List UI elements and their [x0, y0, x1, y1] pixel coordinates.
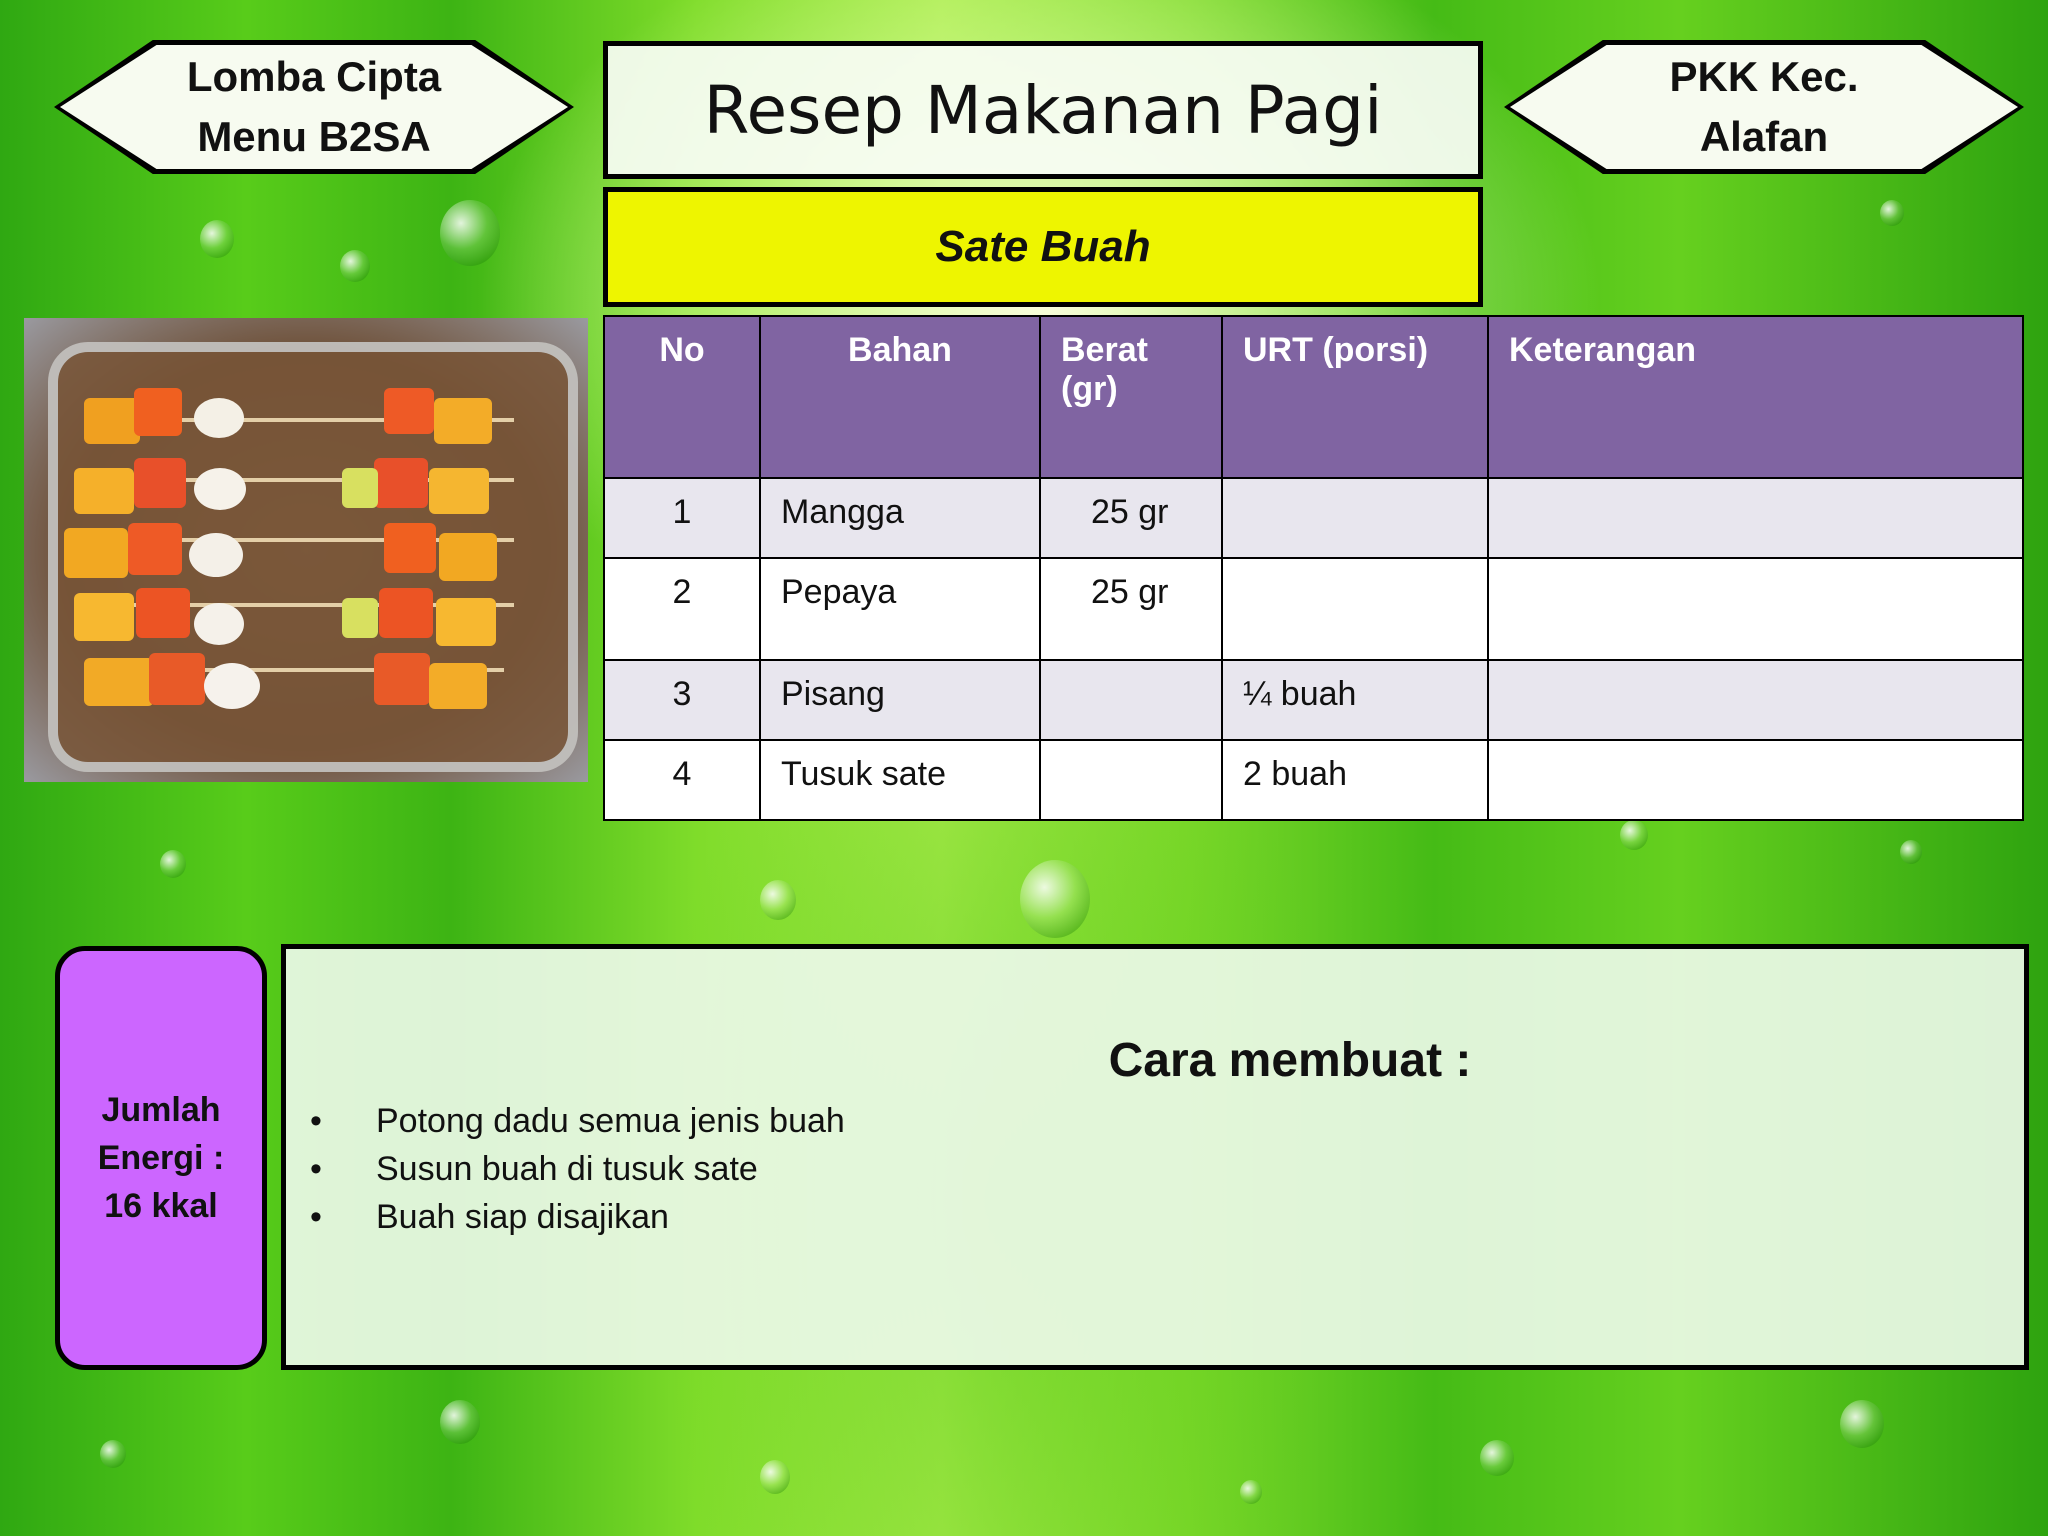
recipe-name-box: Sate Buah — [603, 187, 1483, 307]
cell-no: 1 — [603, 477, 761, 559]
energy-line2: Energi : — [97, 1139, 225, 1177]
instruction-text: Buah siap disajikan — [376, 1198, 669, 1236]
cell-keterangan — [1487, 477, 2024, 559]
table-row: 4 Tusuk sate 2 buah — [603, 739, 2024, 821]
cell-berat — [1039, 739, 1223, 821]
bullet-icon: • — [310, 1150, 322, 1188]
cell-berat: 25 gr — [1039, 477, 1223, 559]
table-header-row: No Bahan Berat (gr) URT (porsi) Keterang… — [603, 315, 2024, 479]
instructions-title: Cara membuat : — [1108, 1034, 1472, 1087]
cell-keterangan — [1487, 659, 2024, 741]
organizer-label-line1: PKK Kec. — [1669, 53, 1859, 100]
ingredients-table: No Bahan Berat (gr) URT (porsi) Keterang… — [603, 315, 2024, 821]
column-header-urt: URT (porsi) — [1221, 315, 1489, 479]
list-item: • Buah siap disajikan — [304, 1193, 845, 1241]
contest-label-line1: Lomba Cipta — [186, 53, 442, 100]
cell-bahan: Mangga — [759, 477, 1041, 559]
recipe-name: Sate Buah — [935, 222, 1151, 271]
cell-berat — [1039, 659, 1223, 741]
energy-line3: 16 kkal — [104, 1187, 218, 1225]
page-title: Resep Makanan Pagi — [703, 71, 1383, 149]
column-header-bahan: Bahan — [759, 315, 1041, 479]
contest-label-line2: Menu B2SA — [197, 113, 431, 160]
instruction-text: Potong dadu semua jenis buah — [376, 1102, 845, 1140]
bullet-icon: • — [310, 1102, 322, 1140]
cell-urt: 2 buah — [1221, 739, 1489, 821]
instruction-text: Susun buah di tusuk sate — [376, 1150, 758, 1188]
page-title-box: Resep Makanan Pagi — [603, 41, 1483, 179]
table-row: 2 Pepaya 25 gr — [603, 557, 2024, 661]
cell-no: 2 — [603, 557, 761, 661]
column-header-keterangan: Keterangan — [1487, 315, 2024, 479]
fruit-skewers-photo — [24, 318, 588, 782]
cell-bahan: Tusuk sate — [759, 739, 1041, 821]
organizer-label-badge: PKK Kec. Alafan — [1504, 40, 2024, 174]
table-row: 3 Pisang ¼ buah — [603, 659, 2024, 741]
instructions-box: Cara membuat : • Potong dadu semua jenis … — [281, 944, 2029, 1370]
cell-keterangan — [1487, 557, 2024, 661]
cell-no: 4 — [603, 739, 761, 821]
cell-bahan: Pepaya — [759, 557, 1041, 661]
list-item: • Susun buah di tusuk sate — [304, 1145, 845, 1193]
instructions-list: • Potong dadu semua jenis buah • Susun bua… — [304, 1097, 845, 1241]
bullet-icon: • — [310, 1198, 322, 1236]
column-header-berat: Berat (gr) — [1039, 315, 1223, 479]
column-header-no: No — [603, 315, 761, 479]
cell-urt — [1221, 477, 1489, 559]
list-item: • Potong dadu semua jenis buah — [304, 1097, 845, 1145]
cell-urt: ¼ buah — [1221, 659, 1489, 741]
contest-label-badge: Lomba Cipta Menu B2SA — [54, 40, 574, 174]
cell-keterangan — [1487, 739, 2024, 821]
cell-no: 3 — [603, 659, 761, 741]
table-row: 1 Mangga 25 gr — [603, 477, 2024, 559]
cell-bahan: Pisang — [759, 659, 1041, 741]
energy-total-box: Jumlah Energi : 16 kkal — [55, 946, 267, 1370]
organizer-label-line2: Alafan — [1699, 113, 1829, 160]
cell-berat: 25 gr — [1039, 557, 1223, 661]
cell-urt — [1221, 557, 1489, 661]
energy-line1: Jumlah — [101, 1091, 221, 1129]
